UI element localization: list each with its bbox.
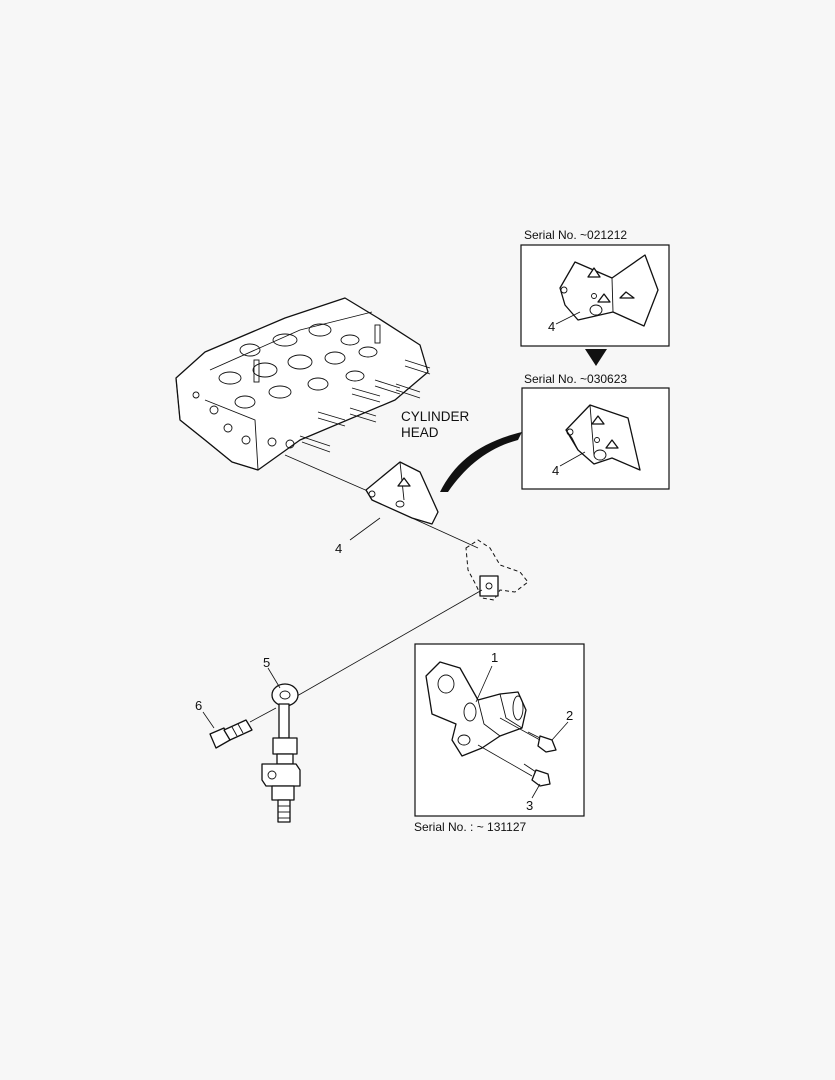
curved-transition-arrow [440,432,522,492]
serial-label-mid: Serial No. ~030623 [524,372,628,386]
bolt-to-rod-line [249,707,277,723]
governor-boss-dashed [465,539,529,601]
callout-5: 5 [263,655,271,670]
bracket-4-main [365,461,439,525]
callout-4-box2: 4 [552,463,560,478]
inset-box-030623 [521,387,670,490]
inset-box-131127 [414,643,585,817]
bolt-6 [209,719,253,749]
callout-6: 6 [195,698,203,713]
down-triangle-arrow-icon [585,349,607,366]
callout-3: 3 [526,798,534,813]
head-to-bracket-line [284,454,371,493]
callout-2-leader [551,721,569,741]
callout-4-box2-leader [559,451,586,467]
callout-1-leader [475,665,493,703]
callout-1: 1 [491,650,499,665]
bracket-to-boss-line [411,517,479,549]
callout-4-box1-leader [555,311,581,325]
callout-5-leader [267,667,281,689]
serial-label-top: Serial No. ~021212 [524,228,628,242]
rod-to-boss-line [289,589,483,701]
callout-4-main: 4 [335,541,343,556]
callout-4-box1: 4 [548,319,556,334]
rod-5 [261,683,301,823]
callout-4-leader [349,517,381,541]
inset-box-021212 [520,244,670,347]
callout-2: 2 [566,708,574,723]
cylinder-head-label-line2: HEAD [401,425,439,440]
cylinder-head-label-line1: CYLINDER [401,409,470,424]
serial-label-bottom: Serial No. : ~ 131127 [414,820,527,834]
callout-6-leader [202,711,215,729]
cylinder-head [175,297,431,471]
callout-3-leader [531,783,541,799]
